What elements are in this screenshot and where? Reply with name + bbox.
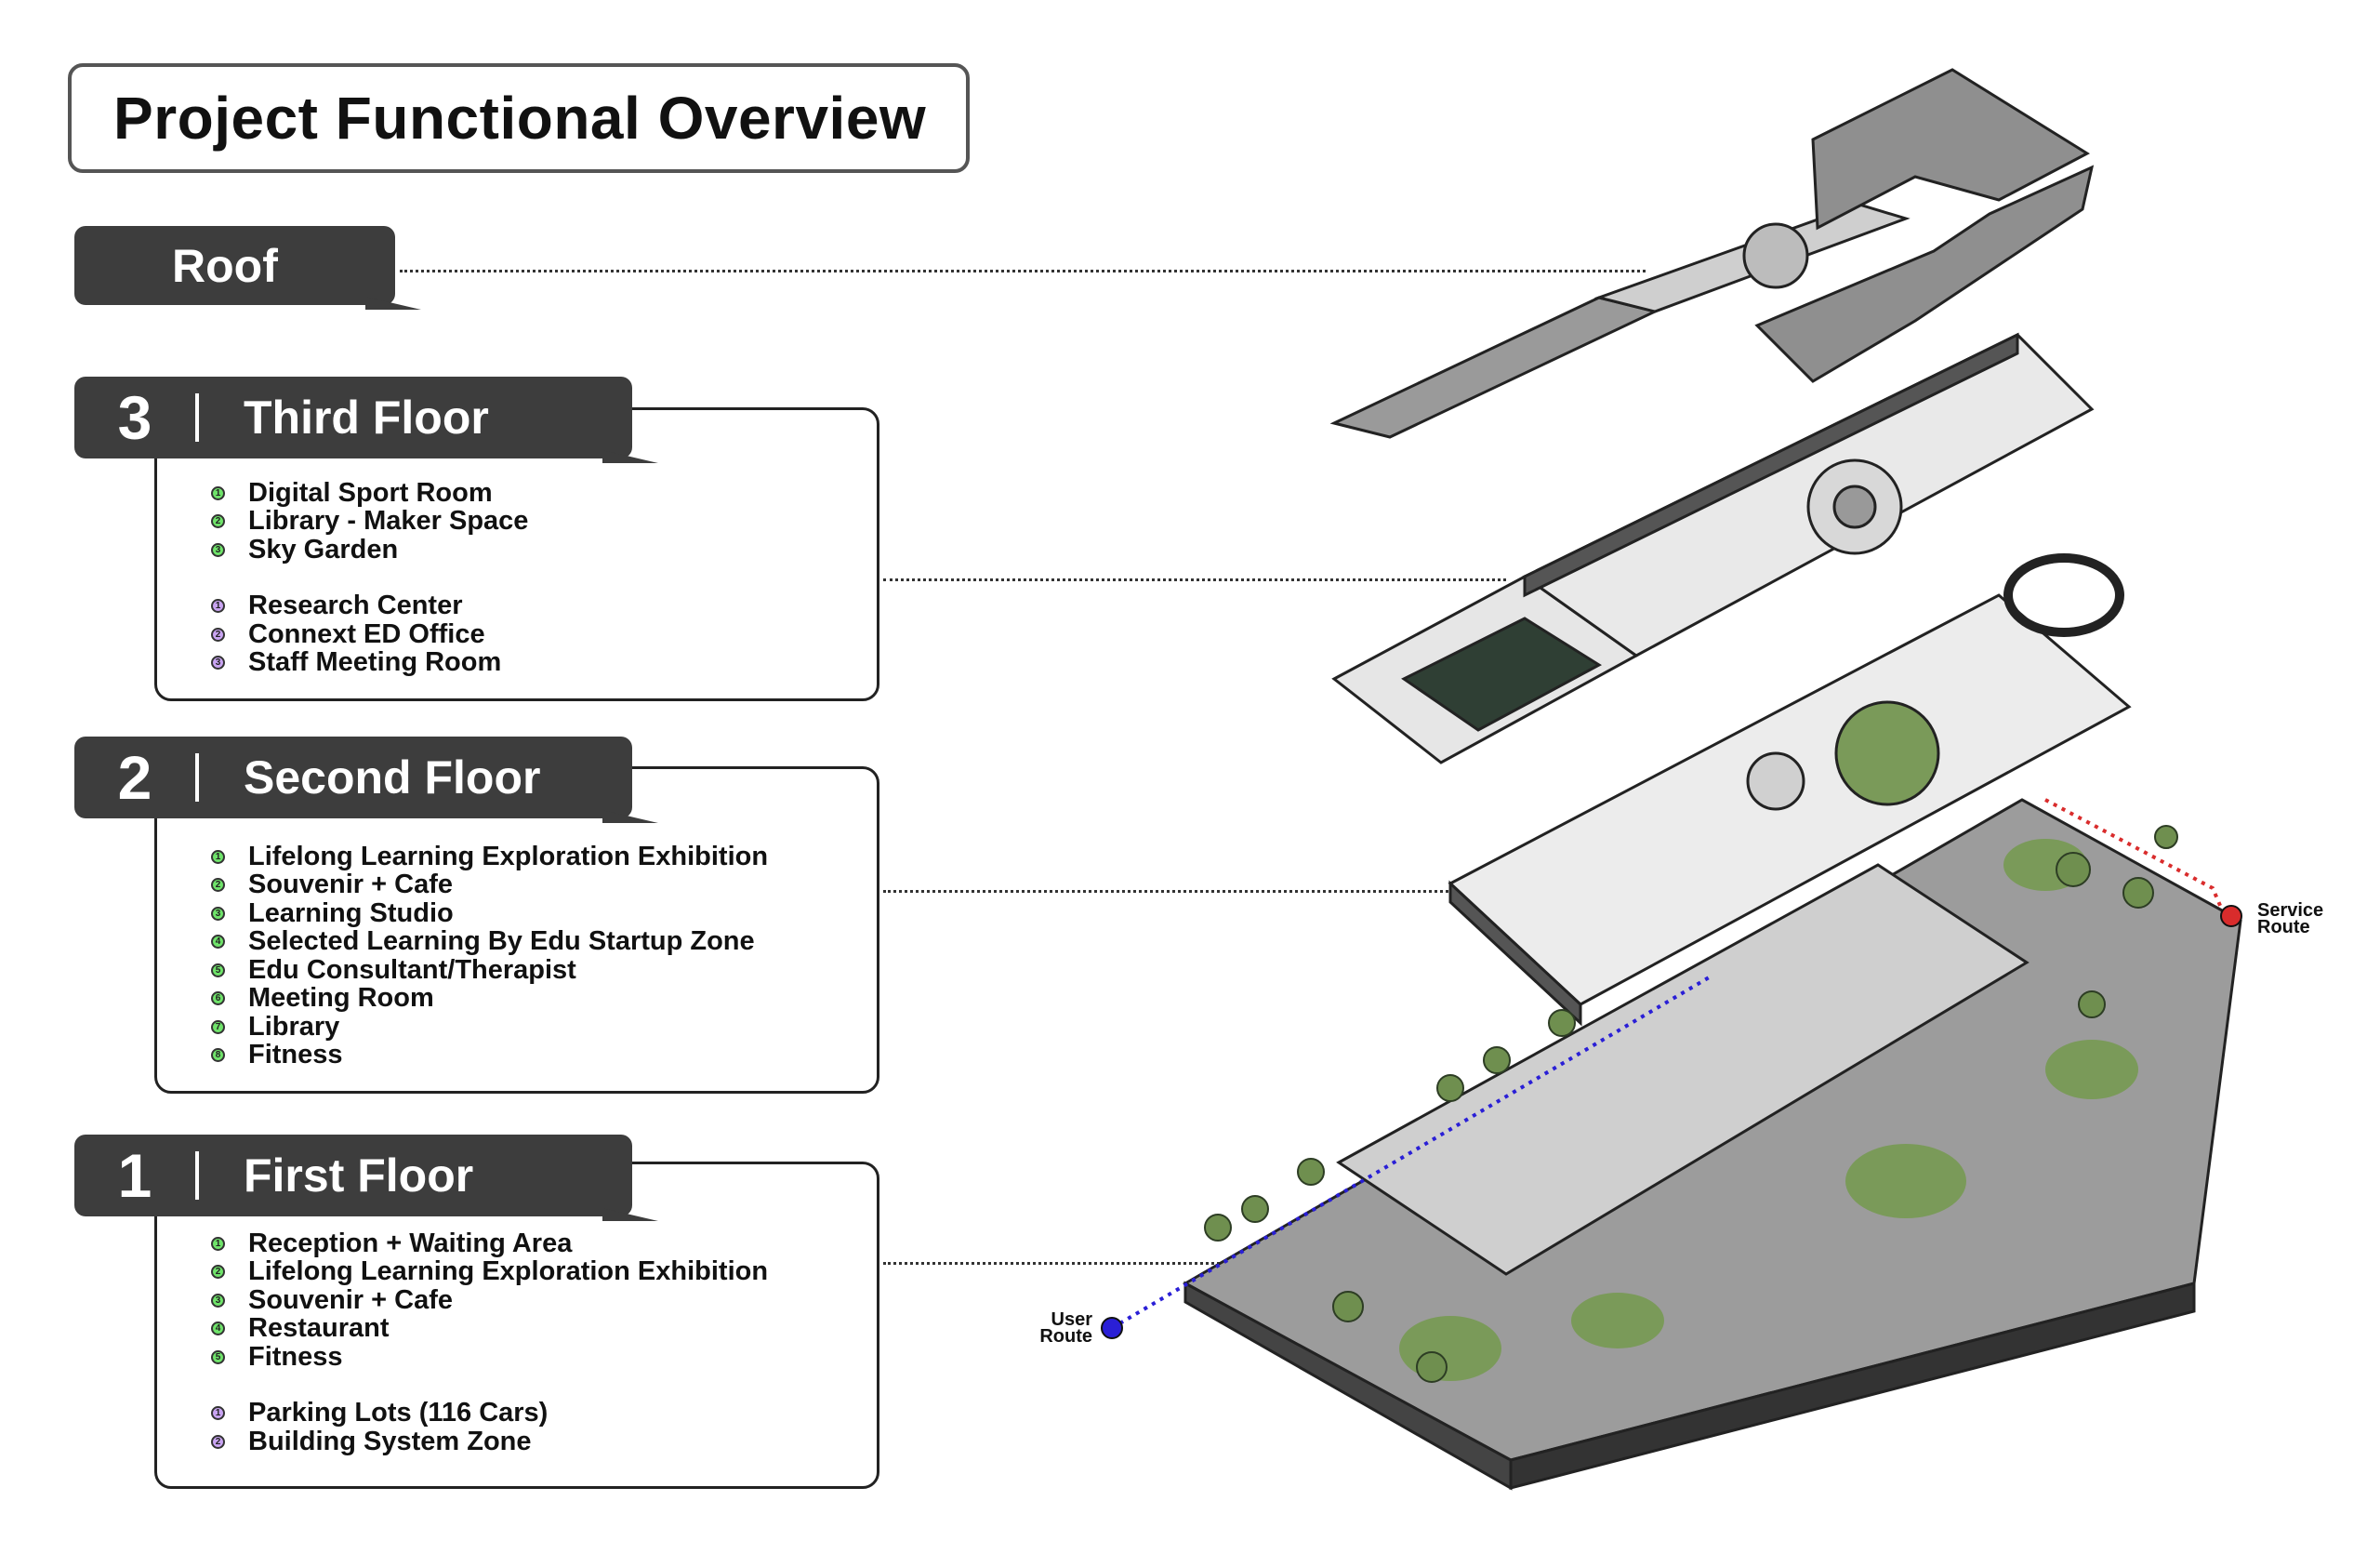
badge-4-icon: 4: [211, 1322, 225, 1336]
third-floor-plan: [1331, 332, 2095, 764]
badge-3-icon: 3: [211, 656, 225, 671]
first-floor-leader-line: [883, 1262, 1292, 1265]
badge-3-icon: 3: [211, 906, 225, 921]
second-floor-leader-line: [883, 890, 1460, 893]
badge-5-icon: 5: [211, 1349, 225, 1364]
divider: [195, 1151, 199, 1200]
badge-7-icon: 7: [211, 1019, 225, 1034]
roof-tab: Roof: [74, 226, 395, 305]
badge-6-icon: 6: [211, 991, 225, 1006]
badge-2-icon: 2: [211, 878, 225, 893]
page-title: Project Functional Overview: [68, 63, 970, 173]
service-route-marker: [2220, 905, 2242, 927]
floor-number: 3: [117, 383, 152, 452]
badge-1-icon: 1: [211, 1236, 225, 1251]
floor-name: Second Floor: [244, 751, 541, 804]
badge-1-icon: 1: [211, 485, 225, 500]
badge-2-icon: 2: [211, 514, 225, 529]
badge-1-icon: 1: [211, 1406, 225, 1421]
service-route-line: [2044, 798, 2228, 922]
roof-plan: [1329, 68, 2095, 439]
first-floor-site: [1182, 798, 2242, 1491]
badge-1-icon: 1: [211, 599, 225, 614]
badge-3-icon: 3: [211, 1293, 225, 1308]
badge-2-icon: 2: [211, 1434, 225, 1449]
badge-8-icon: 8: [211, 1048, 225, 1063]
floor-number: 2: [117, 743, 152, 812]
badge-3-icon: 3: [211, 542, 225, 557]
badge-1-icon: 1: [211, 849, 225, 864]
roof-leader-line: [400, 270, 1646, 272]
third-floor-leader-line: [883, 578, 1506, 581]
user-route-marker: [1101, 1317, 1123, 1339]
user-route-line: [1110, 975, 1712, 1330]
badge-5-icon: 5: [211, 963, 225, 977]
second-floor-plan: [1448, 553, 2132, 1027]
badge-4-icon: 4: [211, 935, 225, 950]
floor-name: Third Floor: [244, 392, 489, 444]
second-floor-tab: 2 Second Floor: [74, 737, 632, 818]
divider: [195, 753, 199, 802]
floor-name: First Floor: [244, 1149, 474, 1202]
floor-number: 1: [117, 1141, 152, 1210]
first-floor-tab: 1 First Floor: [74, 1135, 632, 1216]
badge-2-icon: 2: [211, 627, 225, 642]
trees: [1204, 825, 2178, 1383]
divider: [195, 393, 199, 442]
badge-2-icon: 2: [211, 1265, 225, 1280]
third-floor-tab: 3 Third Floor: [74, 377, 632, 458]
